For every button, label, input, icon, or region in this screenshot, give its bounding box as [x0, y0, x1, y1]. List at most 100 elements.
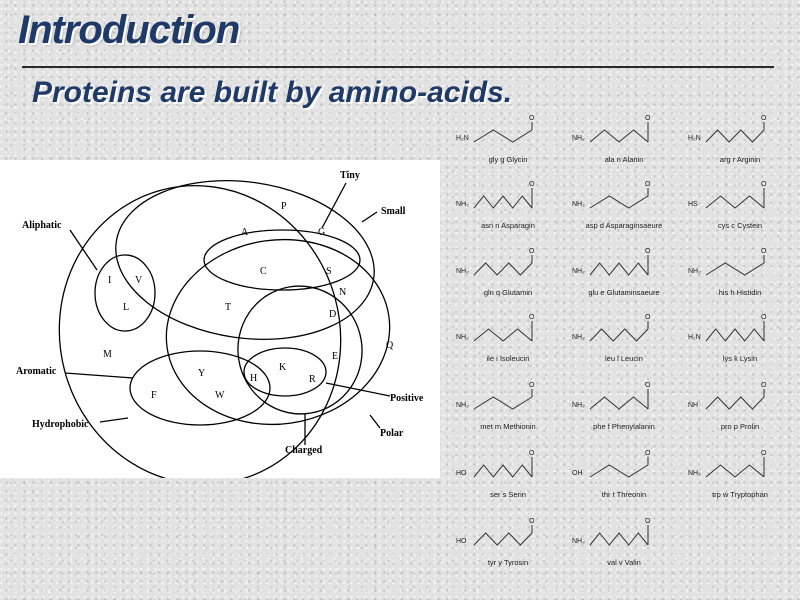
- oxygen-atom: O: [645, 450, 651, 457]
- oxygen-atom: O: [529, 314, 535, 321]
- structure-formula: H₂N: [456, 135, 469, 142]
- oxygen-atom: O: [529, 181, 535, 188]
- structure-backbone: [589, 396, 649, 410]
- structure-backbone: [589, 262, 649, 276]
- structure-caption: trp w Tryptophan: [712, 490, 768, 499]
- oxygen-atom: O: [645, 181, 651, 188]
- structure-formula: NH₂: [688, 268, 701, 275]
- structure-cell: O HS cys c Cystein: [688, 181, 767, 230]
- structure-caption: pro p Prolin: [721, 422, 759, 431]
- structure-formula: HS: [688, 201, 698, 208]
- oxygen-atom: O: [761, 450, 767, 457]
- structure-cell: O NH₂ gln q Glutamin: [456, 248, 535, 297]
- structure-caption: gln q Glutamin: [484, 288, 532, 297]
- structure-cell: O H₂N lys k Lysin: [688, 314, 767, 363]
- structure-caption: lys k Lysin: [723, 354, 757, 363]
- structure-backbone: [705, 129, 765, 143]
- oxygen-atom: O: [529, 115, 535, 122]
- polar-label: Polar: [380, 428, 404, 439]
- positive-set: [243, 347, 327, 397]
- oxygen-atom: O: [645, 115, 651, 122]
- structure-cell: O HO ser s Serin: [456, 450, 535, 499]
- structure-caption: ala n Alanin: [605, 155, 644, 164]
- letter-C: C: [260, 266, 267, 277]
- oxygen-atom: O: [645, 518, 651, 525]
- structure-backbone: [589, 129, 649, 143]
- structure-backbone: [589, 464, 649, 478]
- letter-V: V: [135, 275, 143, 286]
- structure-cell: O NH₂ trp w Tryptophan: [688, 450, 768, 499]
- small-label: Small: [381, 206, 406, 217]
- structure-formula: HO: [456, 470, 467, 477]
- aromatic-pointer: [64, 372, 134, 379]
- structure-formula: NH₂: [688, 470, 701, 477]
- structure-formula: H₂N: [688, 334, 701, 341]
- oxygen-atom: O: [529, 248, 535, 255]
- oxygen-atom: O: [645, 314, 651, 321]
- letter-E: E: [332, 351, 338, 362]
- polar-set: [165, 238, 391, 426]
- aromatic-label: Aromatic: [16, 366, 57, 377]
- structure-backbone: [473, 396, 533, 410]
- structure-formula: NH₂: [456, 268, 469, 275]
- aliphatic-pointer: [69, 229, 98, 271]
- letter-G: G: [318, 227, 325, 238]
- structure-backbone: [589, 328, 649, 342]
- structure-caption: met m Methionin: [480, 422, 535, 431]
- letter-S: S: [326, 266, 332, 277]
- charged-label: Charged: [285, 445, 323, 456]
- structure-formula: NH₂: [572, 402, 585, 409]
- oxygen-atom: O: [529, 450, 535, 457]
- aromatic-set: [129, 350, 271, 426]
- letter-K: K: [279, 362, 287, 373]
- letter-D: D: [329, 309, 336, 320]
- oxygen-atom: O: [645, 248, 651, 255]
- structure-backbone: [473, 129, 533, 143]
- polar-pointer: [369, 414, 381, 429]
- oxygen-atom: O: [761, 181, 767, 188]
- structure-backbone: [705, 464, 765, 478]
- structure-caption: glu e Glutaminsaeure: [588, 288, 659, 297]
- letter-I: I: [108, 275, 111, 286]
- letter-W: W: [215, 390, 225, 401]
- structure-caption: gly g Glycin: [489, 155, 528, 164]
- structure-caption: cys c Cystein: [718, 221, 762, 230]
- letter-F: F: [151, 390, 157, 401]
- structure-cell: O H₂N gly g Glycin: [456, 115, 535, 164]
- oxygen-atom: O: [529, 518, 535, 525]
- structure-formula: NH₂: [572, 201, 585, 208]
- letter-H: H: [250, 373, 257, 384]
- tiny-label: Tiny: [340, 170, 360, 181]
- structure-formula: NH₂: [572, 538, 585, 545]
- letter-M: M: [103, 349, 112, 360]
- structure-caption: tyr y Tyrosin: [488, 558, 528, 567]
- oxygen-atom: O: [761, 248, 767, 255]
- positive-pointer: [325, 382, 391, 397]
- structure-formula: NH₂: [572, 135, 585, 142]
- structure-backbone: [473, 262, 533, 276]
- structure-backbone: [589, 532, 649, 546]
- title-divider: [22, 66, 774, 68]
- oxygen-atom: O: [761, 314, 767, 321]
- letter-N: N: [339, 287, 346, 298]
- structure-formula: OH: [572, 470, 583, 477]
- oxygen-atom: O: [761, 115, 767, 122]
- oxygen-atom: O: [645, 382, 651, 389]
- amino-acid-venn-diagram: Tiny Small Aliphatic Aromatic Hydrophobi…: [0, 160, 440, 478]
- letter-Y: Y: [198, 368, 205, 379]
- hydrophobic-set: [58, 184, 342, 478]
- positive-label: Positive: [390, 393, 424, 404]
- structure-caption: ser s Serin: [490, 490, 526, 499]
